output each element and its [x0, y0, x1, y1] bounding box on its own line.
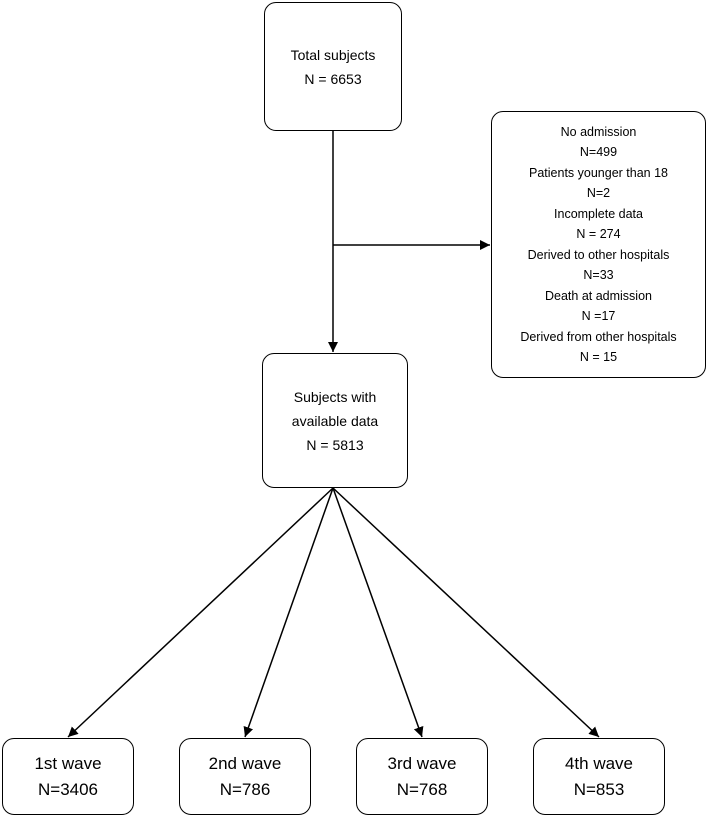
- available-data-line2: available data: [291, 412, 379, 429]
- arrow-to-wave-1: [67, 487, 334, 738]
- available-data-line1: Subjects with: [293, 388, 377, 405]
- wave-label: 4th wave: [564, 753, 634, 773]
- exclusion-reason: Death at admission: [544, 288, 652, 303]
- wave-1-box: 1st wave N=3406: [2, 738, 134, 815]
- exclusion-reason: Patients younger than 18: [529, 165, 668, 180]
- arrow-to-wave-3: [332, 487, 424, 738]
- available-data-count: N = 5813: [306, 436, 364, 453]
- exclusion-count: N =17: [581, 309, 616, 323]
- exclusion-count: N=499: [579, 145, 618, 159]
- wave-4-box: 4th wave N=853: [533, 738, 665, 815]
- exclusions-box: No admission N=499 Patients younger than…: [491, 111, 706, 378]
- exclusion-reason: No admission: [560, 124, 637, 139]
- exclusion-reason: Incomplete data: [554, 206, 643, 221]
- exclusion-reason: Derived from other hospitals: [520, 329, 677, 344]
- exclusion-count: N = 15: [579, 350, 618, 364]
- total-subjects-title: Total subjects: [290, 46, 376, 63]
- total-subjects-box: Total subjects N = 6653: [264, 2, 402, 131]
- wave-count: N=853: [573, 779, 625, 799]
- wave-count: N=3406: [37, 779, 99, 799]
- wave-2-box: 2nd wave N=786: [179, 738, 311, 815]
- wave-label: 1st wave: [34, 753, 102, 773]
- exclusion-count: N=2: [586, 186, 611, 200]
- wave-label: 2nd wave: [208, 753, 282, 773]
- available-data-box: Subjects with available data N = 5813: [262, 353, 408, 488]
- exclusion-count: N=33: [583, 268, 614, 282]
- arrow-to-wave-2: [243, 487, 334, 738]
- wave-count: N=768: [396, 779, 448, 799]
- exclusion-reason: Derived to other hospitals: [527, 247, 670, 262]
- total-subjects-count: N = 6653: [304, 70, 362, 87]
- arrow-to-wave-4: [332, 487, 600, 738]
- exclusion-count: N = 274: [576, 227, 621, 241]
- wave-label: 3rd wave: [387, 753, 457, 773]
- wave-count: N=786: [219, 779, 271, 799]
- wave-3-box: 3rd wave N=768: [356, 738, 488, 815]
